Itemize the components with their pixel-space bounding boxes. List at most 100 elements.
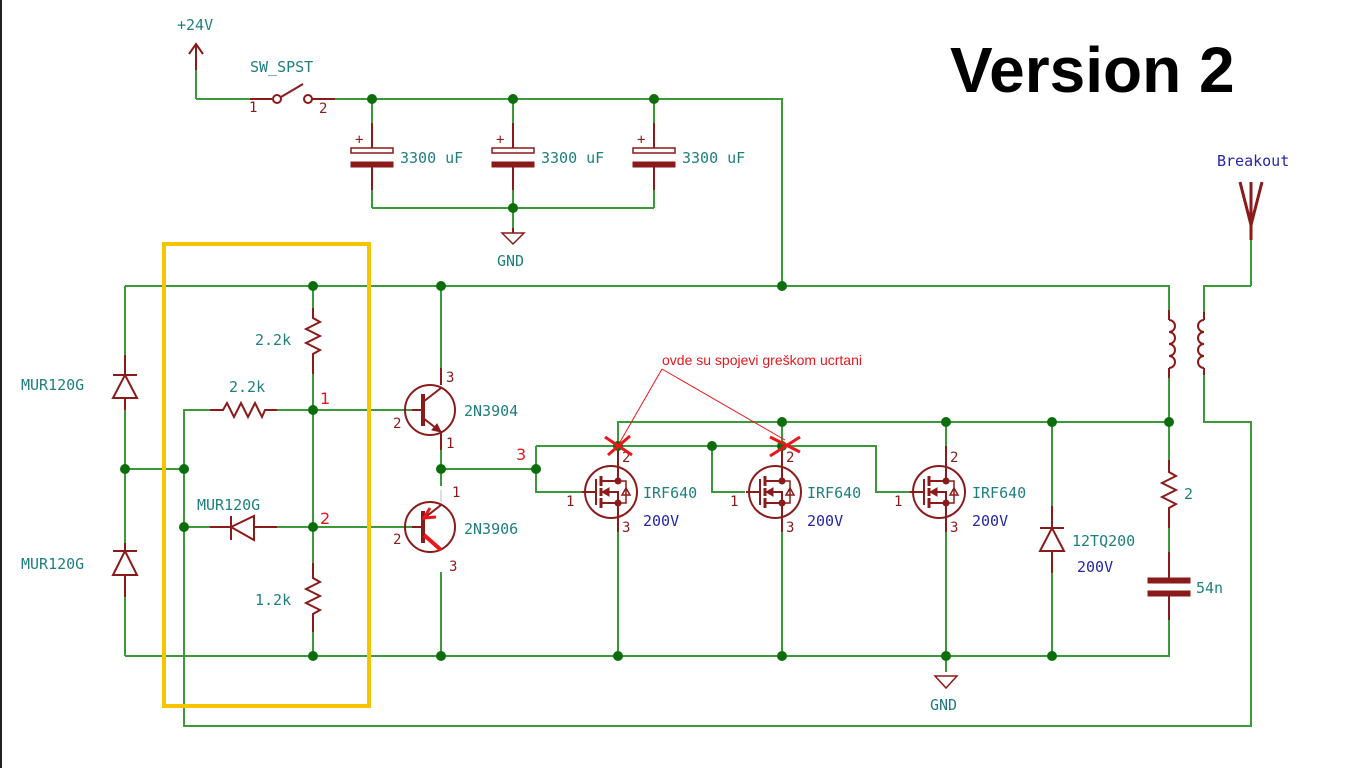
resistor-base [210, 400, 412, 420]
gnd-label-bottom: GND [930, 696, 957, 714]
version-title: Version 2 [950, 34, 1235, 106]
mosfet-1-pin-source: 3 [622, 520, 630, 536]
mosfet-1-rating: 200V [643, 512, 679, 530]
wire-top-rail [125, 285, 1170, 310]
cap3-label: 3300 uF [682, 149, 745, 167]
error-cross-1 [604, 434, 633, 457]
capacitor-snubber-label: 54n [1196, 579, 1223, 597]
node-marker-2: 2 [320, 509, 330, 528]
mosfet-1-pin-gate: 1 [566, 494, 574, 510]
q1-pin-collector: 3 [446, 370, 454, 386]
annotation-arrow-1 [619, 368, 663, 443]
switch-spst [196, 83, 335, 104]
diode-left-bottom-label: MUR120G [21, 555, 84, 573]
junction-dot [777, 417, 787, 427]
junction-dot [308, 281, 318, 291]
junction-dot [777, 281, 787, 291]
resistor-bottom-label: 1.2k [255, 591, 291, 609]
capacitor-snubber [1147, 552, 1191, 620]
junction-dot [777, 651, 787, 661]
junction-dot [308, 522, 318, 532]
cap2-polarity: + [496, 132, 504, 148]
wire-secondary-return [183, 370, 1252, 727]
diode-left-bottom [111, 543, 139, 656]
junction-dot [1047, 417, 1057, 427]
cap3-polarity: + [637, 132, 645, 148]
breakout-label: Breakout [1217, 152, 1289, 170]
diode-clamp-label: 12TQ200 [1072, 532, 1135, 550]
junction-dot [179, 464, 189, 474]
junction-dot [941, 651, 951, 661]
highlight-box [162, 242, 371, 708]
resistor-bottom [303, 527, 323, 656]
junction-dot [941, 417, 951, 427]
transistor-2n3906-label: 2N3906 [464, 520, 518, 538]
resistor-base-label: 2.2k [229, 378, 265, 396]
junction-dot [1164, 417, 1174, 427]
switch-pin-2: 2 [319, 101, 327, 117]
switch-pin-1: 1 [249, 100, 257, 116]
q1-pin-emitter: 1 [446, 436, 454, 452]
junction-dot [308, 651, 318, 661]
diode-clamp-rating: 200V [1077, 558, 1113, 576]
resistor-top-label: 2.2k [255, 331, 291, 349]
q2-pin-1: 1 [452, 485, 460, 501]
q2-pin-base: 2 [393, 532, 401, 548]
wire-supply-rail [335, 98, 783, 286]
transistor-2n3904-label: 2N3904 [464, 402, 518, 420]
junction-dot [508, 203, 518, 213]
diode-left-top [111, 286, 139, 543]
junction-dot [707, 441, 717, 451]
switch-label: SW_SPST [250, 58, 313, 76]
diode-left-top-label: MUR120G [21, 376, 84, 394]
junction-dots [120, 94, 1174, 661]
mosfet-3-pin-source: 3 [950, 520, 958, 536]
annotation-arrow-2 [661, 368, 786, 441]
wire-base-feed [183, 409, 210, 527]
junction-dot [436, 281, 446, 291]
resistor-snubber-label: 2 [1184, 485, 1193, 503]
node-marker-1: 1 [320, 389, 330, 408]
wire-gate-1 [535, 446, 582, 493]
breakout-antenna-icon [1238, 181, 1264, 286]
junction-dot [508, 94, 518, 104]
wire-gate-bus [618, 445, 910, 493]
wire-drain-bus [617, 421, 1169, 446]
power-symbol-24v [188, 42, 204, 99]
annotation-text: ovde su spojevi greškom ucrtani [662, 352, 862, 368]
wire-secondary-top [1203, 285, 1251, 312]
diode-inner-label: MUR120G [197, 496, 260, 514]
resistor-snubber [1159, 422, 1179, 552]
mosfet-3-label: IRF640 [972, 484, 1026, 502]
node-marker-3: 3 [516, 445, 526, 464]
junction-dot [1047, 651, 1057, 661]
transistor-2n3906 [404, 490, 456, 656]
transistor-2n3904 [404, 286, 456, 486]
junction-dot [531, 464, 541, 474]
diode-clamp [1038, 422, 1066, 656]
mosfet-3-pin-gate: 1 [894, 494, 902, 510]
wire-gate-2 [711, 446, 745, 493]
mosfet-2-pin-source: 3 [786, 520, 794, 536]
diode-inner [184, 514, 412, 542]
mosfet-1: 123 [566, 446, 638, 656]
junction-dot [120, 464, 130, 474]
gnd-label-top: GND [497, 252, 524, 270]
junction-dot [649, 94, 659, 104]
q1-pin-base: 2 [393, 416, 401, 432]
junction-dot [613, 651, 623, 661]
mosfet-3-pin-drain: 2 [950, 450, 958, 466]
wire-bottom-rail [125, 620, 1170, 657]
mosfet-2-label: IRF640 [807, 484, 861, 502]
mosfet-2-pin-gate: 1 [730, 494, 738, 510]
mosfet-2: 123 [730, 446, 802, 656]
junction-dot [367, 94, 377, 104]
power-label: +24V [177, 16, 213, 34]
junction-dot [179, 522, 189, 532]
junction-dot [436, 464, 446, 474]
transformer [1168, 310, 1205, 422]
mosfet-3: 1 2 3 [894, 446, 966, 656]
mosfet-2-rating: 200V [807, 512, 843, 530]
